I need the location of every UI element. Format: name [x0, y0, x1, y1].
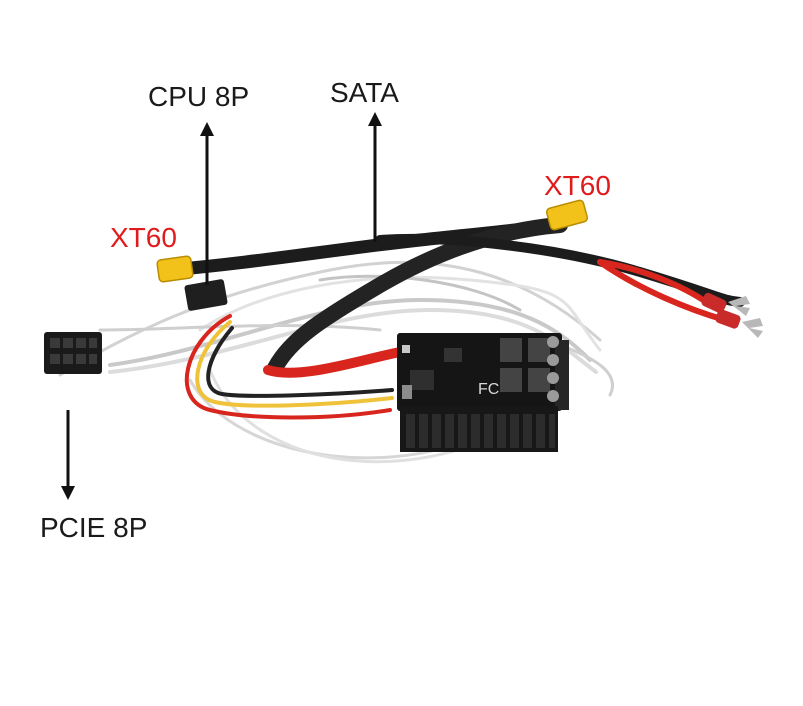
xt60-connector-right [545, 199, 589, 231]
cpu-8p-label: CPU 8P [148, 81, 250, 112]
atx-24pin-header [400, 406, 558, 452]
cpu-arrow-head [200, 122, 214, 136]
xt60-label-left: XT60 [110, 222, 177, 253]
xt60-label-right: XT60 [544, 170, 611, 201]
pcie-arrow-head [61, 486, 75, 500]
cpu-8p-connector [184, 279, 228, 311]
spade-terminals [701, 292, 763, 338]
xt60-connector-left [156, 255, 194, 283]
sata-arrow-head [368, 112, 382, 126]
arrows [61, 112, 382, 500]
psu-pcb-board: FC [397, 333, 569, 411]
pcie-8p-label: PCIE 8P [40, 512, 148, 543]
board-marking: FC [478, 381, 499, 398]
sata-label: SATA [330, 77, 399, 108]
pcie-8p-connector [44, 332, 102, 374]
